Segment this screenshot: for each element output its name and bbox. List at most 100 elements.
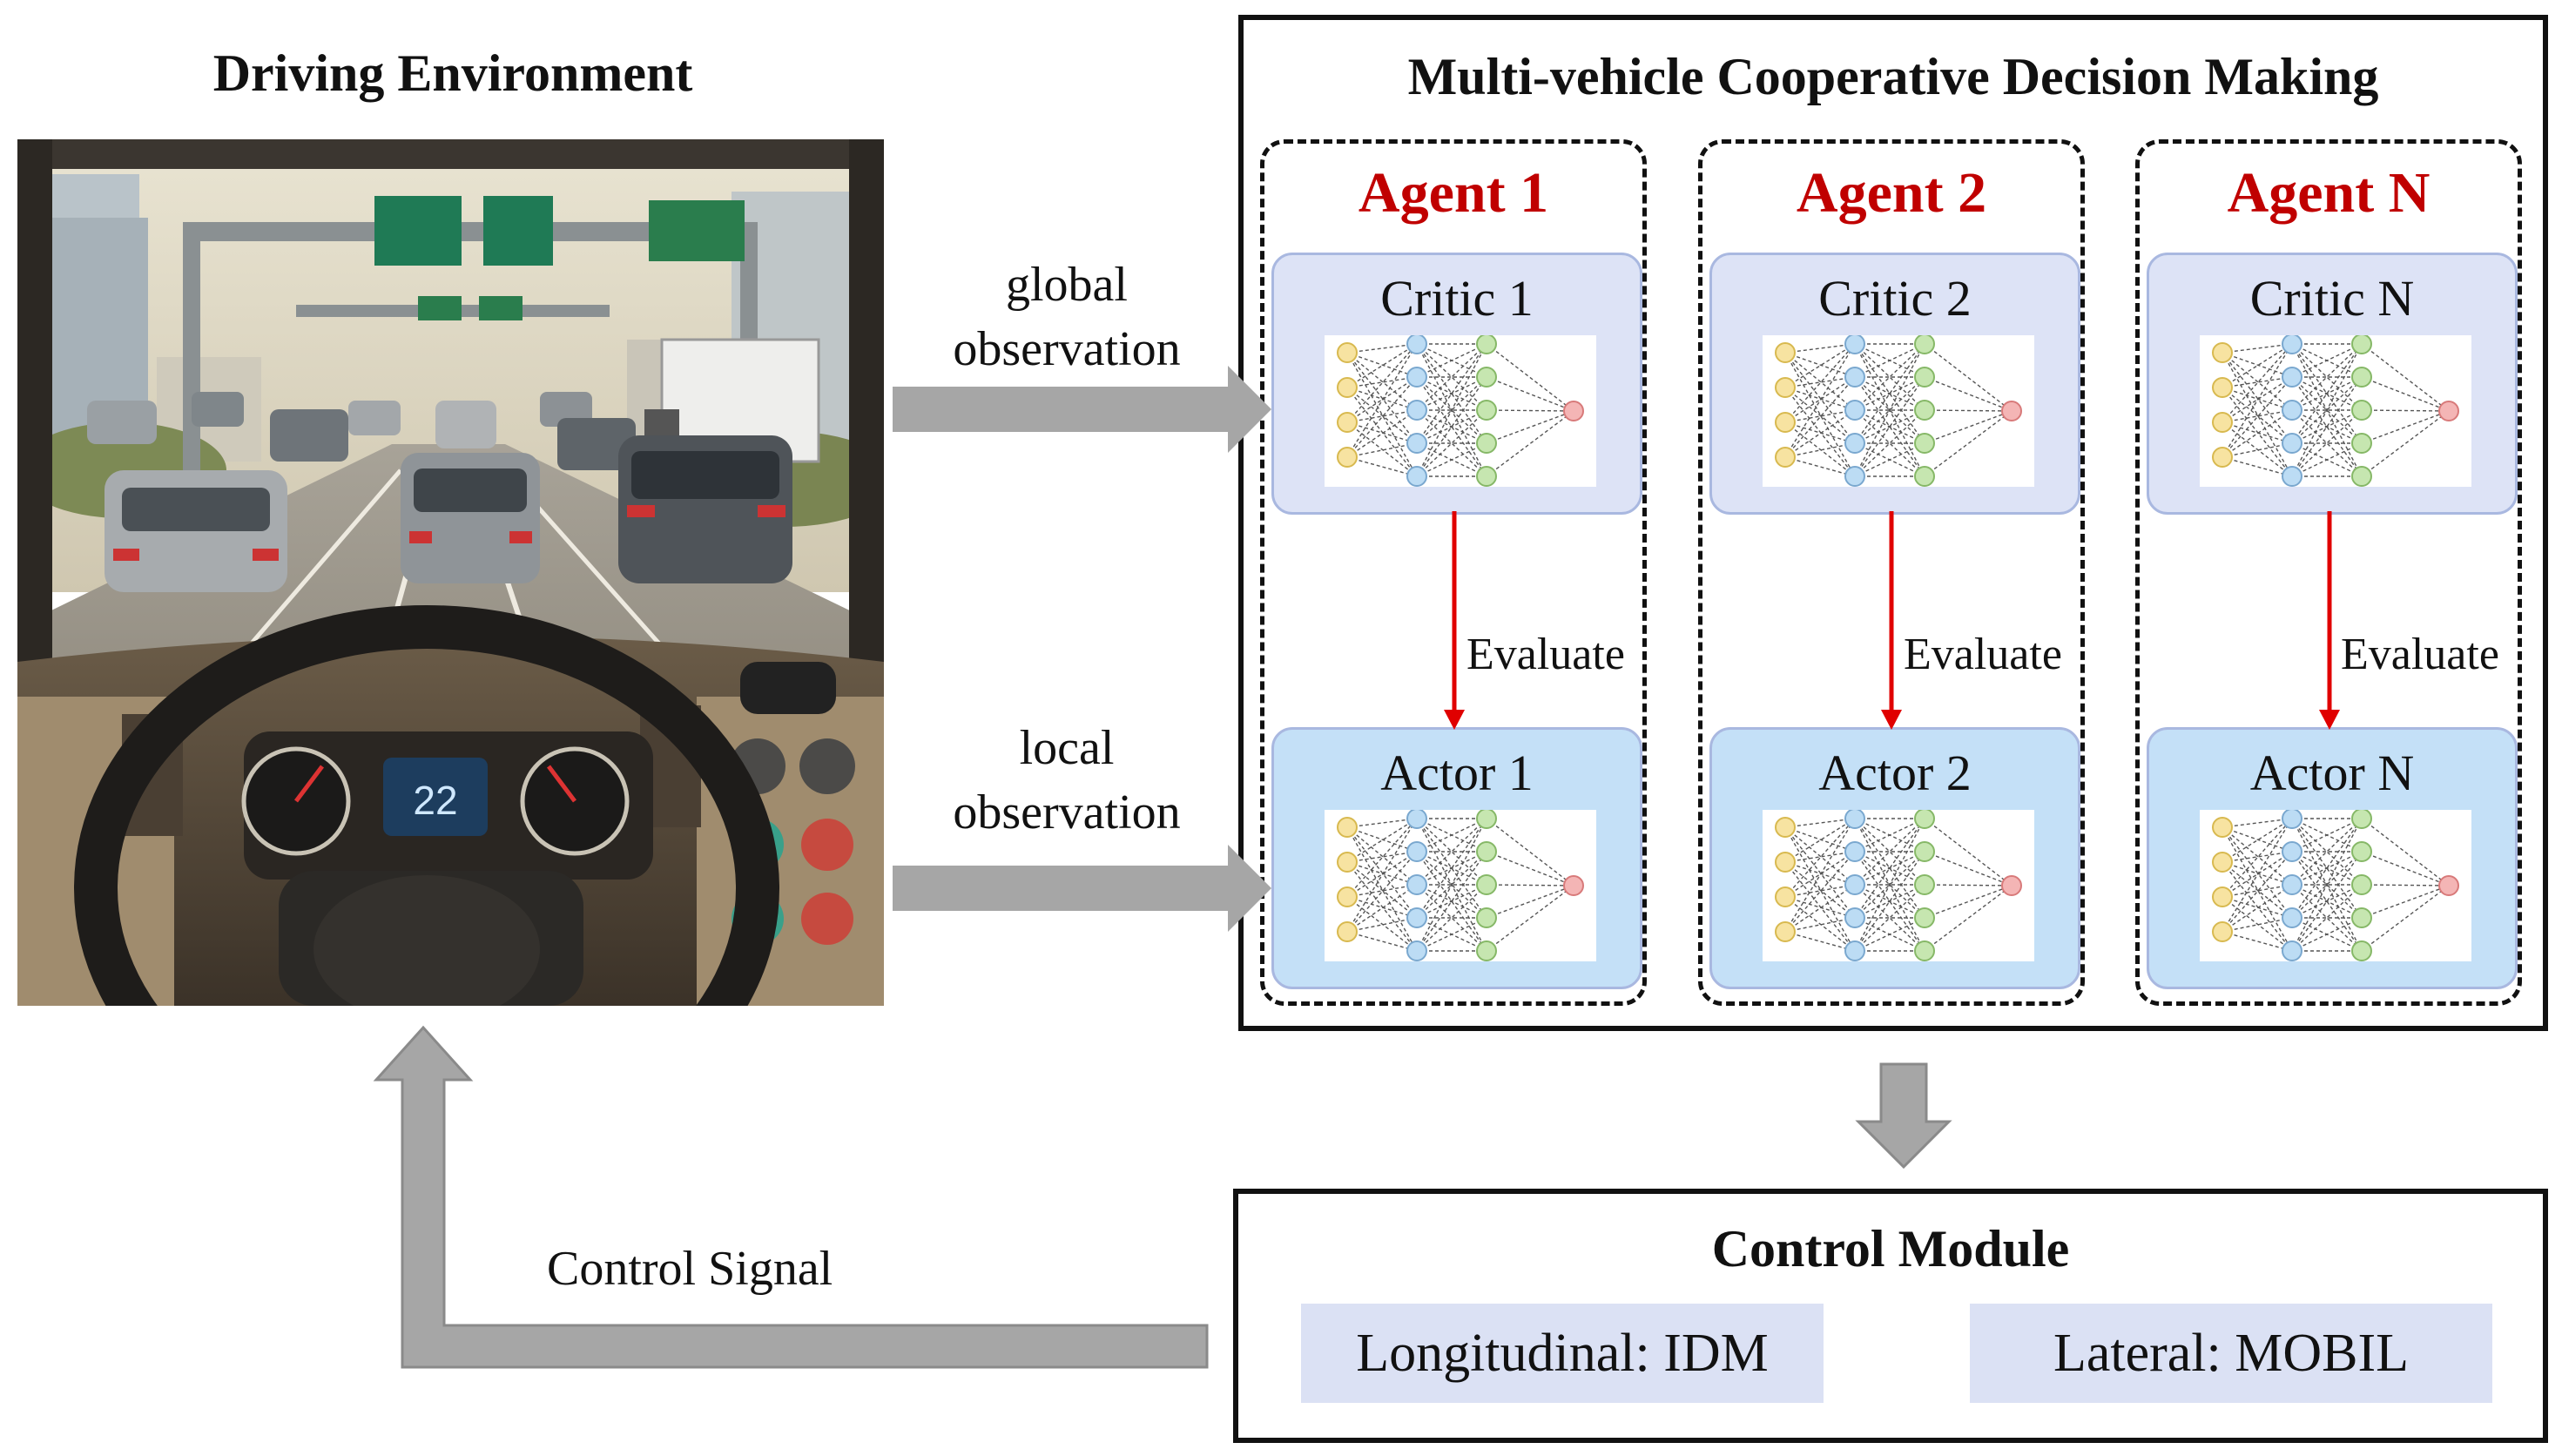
nn-node-layer-3 <box>1476 367 1497 388</box>
nn-connection <box>1346 343 1418 423</box>
nn-connection <box>1346 818 1418 898</box>
nn-connection <box>2291 409 2363 477</box>
nn-connection <box>1854 376 1925 444</box>
nn-connection <box>1854 376 1925 477</box>
nn-connection <box>1784 343 1856 423</box>
nn-connection <box>1784 343 1856 458</box>
nn-connection <box>1346 861 1418 886</box>
nn-connection <box>1924 343 2013 412</box>
nn-connection <box>1784 352 1856 477</box>
nn-connection <box>1416 884 1487 952</box>
lateral-mobil-item: Lateral: MOBIL <box>1970 1304 2492 1403</box>
nn-connection <box>1784 826 1856 919</box>
nn-node-layer-2 <box>1844 367 1865 388</box>
nn-node-layer-3 <box>1914 466 1935 487</box>
nn-node-layer-2 <box>2282 907 2302 928</box>
nn-connection <box>1854 376 1925 477</box>
nn-connection <box>1854 442 1925 477</box>
nn-connection <box>2291 376 2363 477</box>
nn-connection <box>2222 818 2293 898</box>
nn-connection <box>2222 376 2293 423</box>
nn-connection <box>1854 409 1925 477</box>
nn-node-layer-3 <box>1476 466 1497 487</box>
nn-connection <box>2222 861 2293 952</box>
nn-node-layer-2 <box>1844 466 1865 487</box>
critic-n-box: Critic N <box>2147 253 2518 515</box>
nn-node-layer-1 <box>1337 852 1358 873</box>
nn-connection <box>1416 917 1487 952</box>
global-observation-arrow <box>893 366 1271 453</box>
nn-connection <box>1854 818 1925 853</box>
nn-node-layer-2 <box>2282 367 2302 388</box>
evaluate-n-arrowhead <box>2319 710 2340 730</box>
nn-node-layer-3 <box>1914 940 1935 961</box>
nn-node-layer-2 <box>2282 940 2302 961</box>
nn-connection <box>1416 818 1487 886</box>
nn-connection <box>1854 818 1925 886</box>
nn-node-layer-1 <box>2212 447 2233 468</box>
actor-2-network-icon <box>1763 810 2034 961</box>
nn-connection <box>1784 352 1856 411</box>
global-observation-line2: observation <box>953 322 1181 376</box>
nn-node-layer-3 <box>2351 335 2372 354</box>
nn-connection <box>1854 343 1925 411</box>
nn-node-layer-3 <box>1476 841 1497 862</box>
nn-node-layer-3 <box>1914 335 1935 354</box>
nn-connection <box>1784 376 1856 423</box>
critic-n-network-icon <box>2200 335 2471 487</box>
nn-connection <box>1416 818 1487 853</box>
nn-connection <box>2291 343 2363 444</box>
nn-connection <box>1346 343 1418 388</box>
nn-node-layer-2 <box>1844 810 1865 829</box>
nn-connection <box>1924 818 2013 886</box>
nn-connection <box>1416 343 1487 411</box>
nn-connection <box>1416 343 1487 477</box>
truck-cab-view-illustration: 22 <box>17 139 897 1171</box>
nn-node-layer-3 <box>1476 433 1497 454</box>
nn-connection <box>2222 884 2293 933</box>
nn-connection <box>1416 343 1487 411</box>
nn-connection <box>2291 818 2363 853</box>
nn-node-layer-1 <box>2212 817 2233 838</box>
nn-node-layer-1 <box>2212 886 2233 907</box>
nn-connection <box>2222 387 2293 477</box>
actor-1-label: Actor 1 <box>1380 745 1534 801</box>
nn-connection <box>1416 343 1487 444</box>
nn-connection <box>1416 851 1487 886</box>
nn-connection <box>2222 352 2293 444</box>
nn-node-layer-2 <box>1844 874 1865 895</box>
nn-connection <box>1346 826 1418 952</box>
global-observation-line1: global <box>1006 258 1128 312</box>
nn-connection <box>1346 387 1418 477</box>
nn-connection <box>1346 851 1418 898</box>
nn-node-layer-1 <box>2212 412 2233 433</box>
nn-connection <box>1416 409 1487 444</box>
agent-n-title: Agent N <box>2227 161 2431 225</box>
nn-connection <box>1486 885 1574 919</box>
decision-making-title: Multi-vehicle Cooperative Decision Makin… <box>1407 48 2379 105</box>
nn-connection <box>1854 343 1925 411</box>
nn-connection <box>1784 826 1856 853</box>
nn-connection <box>1346 352 1418 444</box>
nn-connection <box>1854 818 1925 952</box>
nn-node-layer-3 <box>2351 433 2372 454</box>
nn-connection <box>1416 851 1487 952</box>
nn-connection <box>1346 409 1418 458</box>
nn-node-layer-2 <box>2282 810 2302 829</box>
nn-node-layer-3 <box>1914 841 1935 862</box>
nn-node-layer-2 <box>1406 335 1427 354</box>
nn-connection <box>1784 387 1856 477</box>
nn-node-layer-2 <box>1844 940 1865 961</box>
nn-connection <box>2222 421 2293 477</box>
nn-node-layer-4 <box>2001 401 2022 421</box>
nn-connection <box>1416 884 1487 952</box>
nn-connection <box>1784 861 1856 919</box>
nn-node-layer-3 <box>1476 810 1497 829</box>
nn-connection <box>2222 826 2293 886</box>
nn-connection <box>1416 343 1487 378</box>
nn-connection <box>1854 409 1925 477</box>
nn-node-layer-1 <box>1337 817 1358 838</box>
nn-connection <box>2291 818 2363 919</box>
nn-connection <box>2291 851 2363 919</box>
nn-connection <box>1346 826 1418 919</box>
